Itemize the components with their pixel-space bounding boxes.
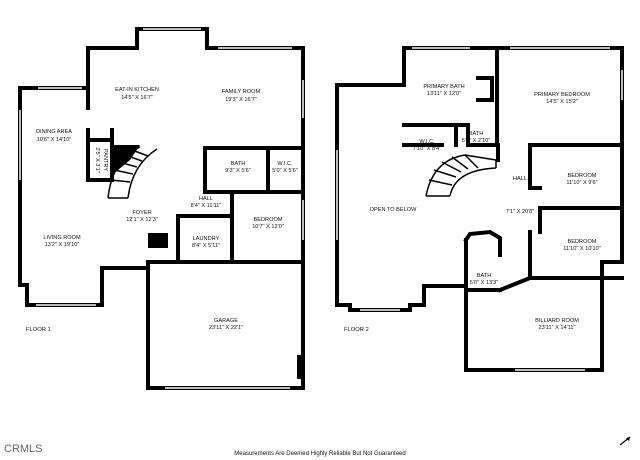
room-name-bath-3: BATH xyxy=(477,273,492,279)
room-dims-family: 19'3" X 16'7" xyxy=(225,97,257,103)
floor-2-windows xyxy=(336,47,623,371)
room-name-bedroom-3: BEDROOM xyxy=(568,239,597,245)
room-name-bedroom-1: BEDROOM xyxy=(254,217,283,223)
room-dims-billiard: 23'11" X 14'11" xyxy=(538,325,575,331)
room-name-hall-1: HALL xyxy=(199,196,213,202)
room-dims-kitchen: 14'5" X 16'7" xyxy=(121,95,153,101)
room-name-wic-2: W.I.C. xyxy=(419,139,435,145)
room-name-open-to-below: OPEN TO BELOW xyxy=(370,207,417,213)
room-name-hall-2: HALL xyxy=(513,176,527,182)
room-name-bath-1: BATH xyxy=(231,161,246,167)
room-dims-primary-bath: 13'11" X 12'0" xyxy=(427,91,461,97)
room-dims-hall-2: 7'1" X 20'8" xyxy=(506,209,535,215)
watermark-logo: CRMLS xyxy=(4,443,43,455)
room-dims-laundry: 8'4" X 5'11" xyxy=(192,243,220,249)
room-dims-primary-bedroom: 14'5" X 15'2" xyxy=(546,99,578,105)
room-name-bedroom-2: BEDROOM xyxy=(568,173,597,179)
floor-2-labels: PRIMARY BATH 13'11" X 12'0" PRIMARY BEDR… xyxy=(344,84,601,333)
room-name-dining: DINING AREA xyxy=(36,129,72,135)
room-dims-pantry: 2'5" X 3'1" xyxy=(94,147,100,172)
room-dims-wic-2: 7'10" X 8'4" xyxy=(413,146,442,152)
room-dims-garage: 23'11" X 22'1" xyxy=(209,325,243,331)
room-name-billiard: BILLIARD ROOM xyxy=(535,318,579,324)
floor-1-label: FLOOR 1 xyxy=(26,327,51,333)
room-dims-bath-2: 5'9" X 2'10" xyxy=(462,138,491,144)
room-name-living: LIVING ROOM xyxy=(43,235,81,241)
floor-1-labels: EAT-IN KITCHEN 14'5" X 16'7" FAMILY ROOM… xyxy=(26,87,298,333)
room-name-kitchen: EAT-IN KITCHEN xyxy=(115,87,159,93)
room-dims-foyer: 12'1" X 12'3" xyxy=(126,217,158,223)
room-dims-living: 13'2" X 19'10" xyxy=(45,242,80,248)
room-name-pantry: PANTRY xyxy=(102,149,108,171)
room-name-laundry: LAUNDRY xyxy=(193,236,220,242)
room-dims-bedroom-2: 11'10" X 9'6" xyxy=(566,180,597,186)
room-name-foyer: FOYER xyxy=(132,210,151,216)
floor-1-windows xyxy=(19,28,304,389)
room-dims-wic-1: 5'0" X 5'6" xyxy=(272,168,297,174)
floor-2-walls xyxy=(335,46,624,372)
room-dims-hall-1: 8'4" X 11'11" xyxy=(191,203,222,209)
room-dims-bath-3: 5'0" X 13'3" xyxy=(470,280,499,286)
room-dims-bedroom-1: 10'7" X 12'0" xyxy=(252,224,284,230)
room-dims-bath-1: 9'3" X 5'6" xyxy=(225,168,250,174)
north-arrow-icon xyxy=(619,436,631,446)
room-name-primary-bedroom: PRIMARY BEDROOM xyxy=(534,92,590,98)
room-name-family: FAMILY ROOM xyxy=(222,89,261,95)
room-name-garage: GARAGE xyxy=(214,318,238,324)
disclaimer-note: Measurements Are Deemed Highly Reliable … xyxy=(234,451,405,457)
room-name-wic-1: W.I.C. xyxy=(277,161,293,167)
room-dims-bedroom-3: 11'10" X 10'10" xyxy=(563,246,600,252)
room-name-primary-bath: PRIMARY BATH xyxy=(423,84,464,90)
floor-2-staircase xyxy=(425,154,497,197)
room-dims-dining: 10'6" X 14'10" xyxy=(37,137,72,143)
floor-1-walls xyxy=(18,27,305,390)
floor-2-label: FLOOR 2 xyxy=(344,327,369,333)
room-name-bath-2: BATH xyxy=(469,131,484,137)
floor-1-staircase xyxy=(107,146,158,199)
